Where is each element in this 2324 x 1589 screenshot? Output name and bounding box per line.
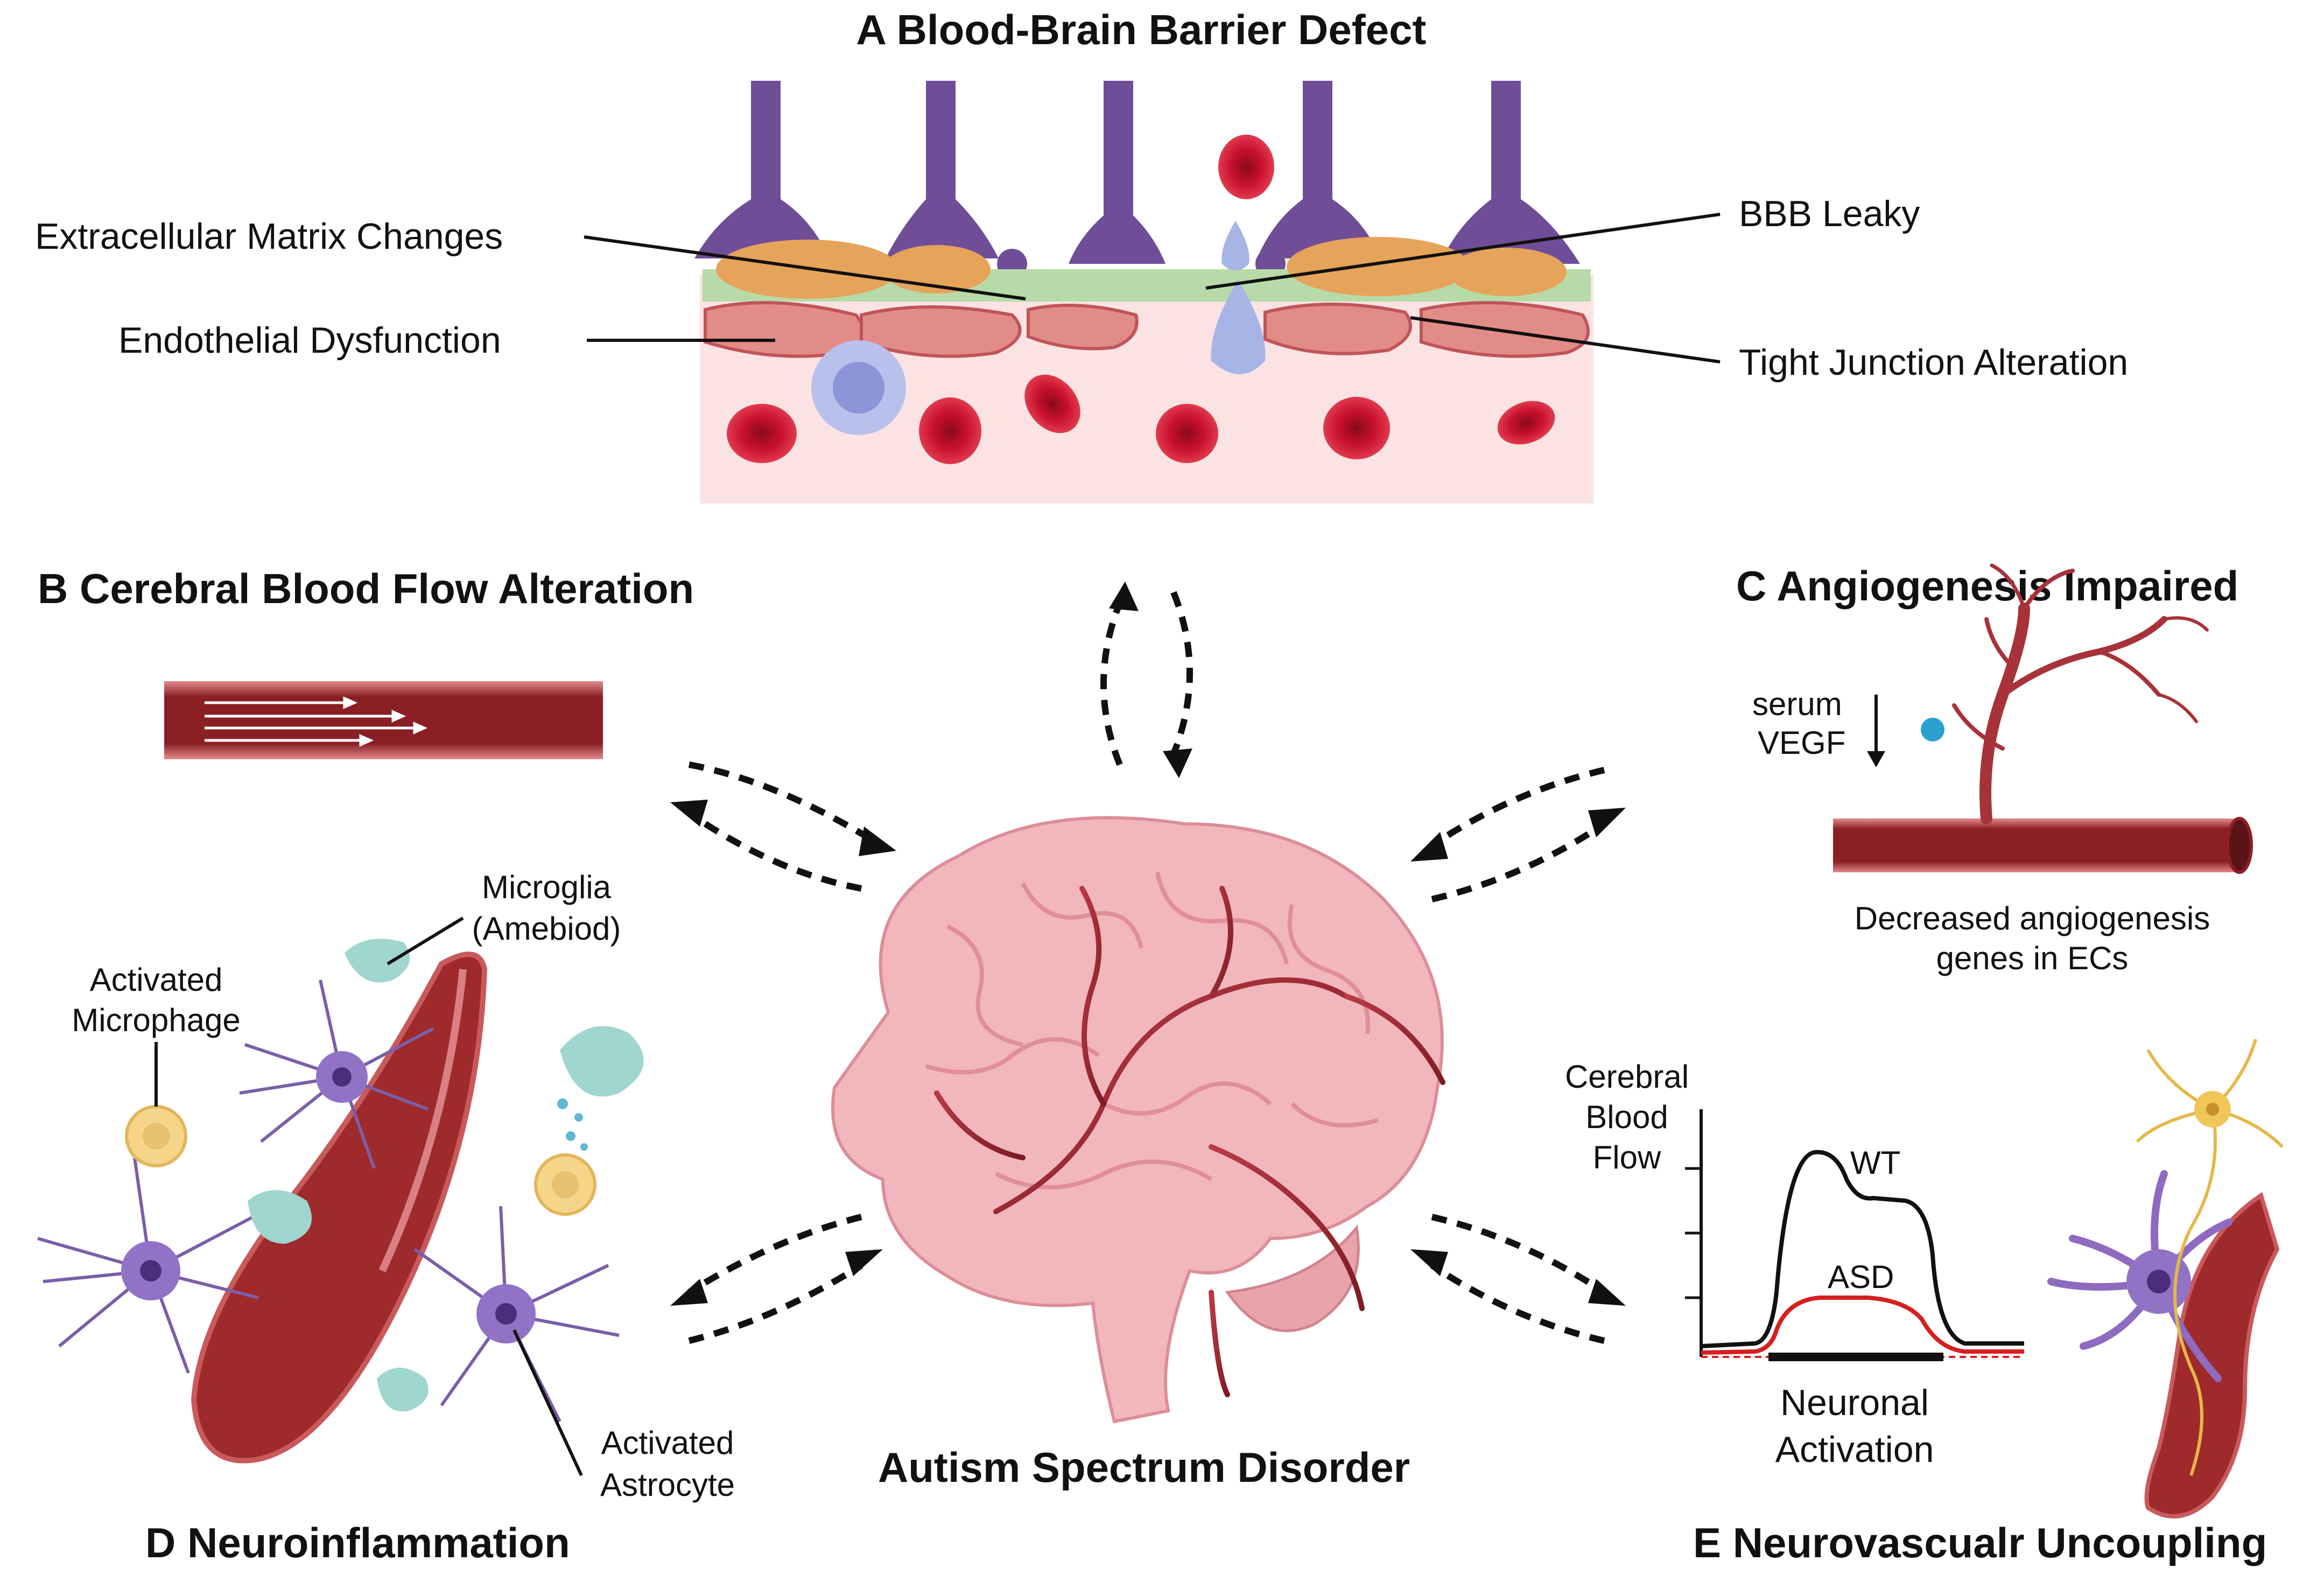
arrow-c-up bbox=[1431, 821, 1606, 902]
arrow-a-up bbox=[1100, 601, 1123, 766]
microglia-leader bbox=[387, 916, 464, 965]
asd-label: ASD bbox=[1828, 1259, 1894, 1295]
cbf-xlabel-line1: Neuronal bbox=[1780, 1382, 1929, 1423]
astrocyte-endfeet bbox=[694, 81, 1580, 279]
microglia-label-line1: Microglia bbox=[482, 869, 612, 905]
panel-e: E Neurovascualr Uncoupling WT ASD Cerebr… bbox=[1565, 1039, 2284, 1566]
arrow-d-up bbox=[688, 1262, 863, 1344]
panel-d-title: D Neuroinflammation bbox=[145, 1519, 570, 1566]
endothelial-cells bbox=[704, 301, 1590, 358]
cbf-xlabel-line2: Activation bbox=[1775, 1429, 1934, 1470]
ecm-leader bbox=[584, 235, 1026, 300]
sprouting-branches bbox=[1952, 563, 2209, 824]
cbf-plot: WT ASD Cerebral Blood Flow Neuronal Acti… bbox=[1565, 1059, 2024, 1470]
panel-a-title: A Blood-Brain Barrier Defect bbox=[856, 6, 1427, 53]
microglia bbox=[248, 939, 644, 1412]
arrow-b-up bbox=[687, 810, 862, 892]
bbb-leaky-label: BBB Leaky bbox=[1739, 193, 1920, 234]
blood-vessel bbox=[164, 681, 603, 759]
gyri bbox=[925, 872, 1379, 1189]
microglia-label-line2: (Amebiod) bbox=[472, 911, 621, 947]
cbf-ylabel-line1: Cerebral bbox=[1565, 1059, 1689, 1095]
red-blood-cells bbox=[727, 135, 1555, 464]
panel-c-title: C Angiogenesis Impaired bbox=[1736, 562, 2238, 610]
decreased-label-line1: Decreased angiogenesis bbox=[1855, 900, 2210, 936]
cbf-y-ticks bbox=[1685, 1167, 1701, 1299]
vegf-molecule bbox=[1921, 718, 1944, 741]
panel-b-title: B Cerebral Blood Flow Alteration bbox=[38, 565, 694, 612]
arrow-b-down bbox=[688, 761, 874, 843]
neurovascular-unit bbox=[2047, 1039, 2284, 1518]
brain: Autism Spectrum Disorder bbox=[831, 816, 1445, 1491]
macrophage-label-line2: Microphage bbox=[72, 1002, 241, 1038]
decreased-label-line2: genes in ECs bbox=[1936, 940, 2129, 976]
nvu-vessel bbox=[2144, 1192, 2280, 1518]
serum-label: serum bbox=[1752, 686, 1842, 722]
astrocyte-leader bbox=[512, 1329, 583, 1476]
inflamed-vessel bbox=[191, 951, 488, 1464]
wt-label: WT bbox=[1850, 1145, 1900, 1181]
asd-curve bbox=[1701, 1296, 2024, 1355]
astrocyte-bodies bbox=[121, 1051, 536, 1343]
tight-junction-leader bbox=[1410, 316, 1721, 363]
parent-vessel bbox=[1833, 818, 2242, 872]
panel-d: D Neuroinflammation bbox=[37, 869, 735, 1566]
panel-a: A Blood-Brain Barrier Defect bbox=[35, 6, 2128, 503]
ecm-label: Extracellular Matrix Changes bbox=[35, 216, 503, 257]
endothelial-label: Endothelial Dysfunction bbox=[118, 320, 501, 361]
center-title: Autism Spectrum Disorder bbox=[878, 1444, 1410, 1491]
arrow-e-down bbox=[1431, 1214, 1606, 1295]
vegf-label: VEGF bbox=[1758, 725, 1845, 761]
panel-b: B Cerebral Blood Flow Alteration bbox=[38, 565, 694, 759]
arrow-e-up bbox=[1430, 1263, 1605, 1344]
panel-e-title: E Neurovascualr Uncoupling bbox=[1693, 1519, 2267, 1566]
arrow-a-down bbox=[1170, 591, 1193, 755]
tight-junction-label: Tight Junction Alteration bbox=[1739, 342, 2128, 383]
bidirectional-arrows bbox=[670, 582, 1626, 1344]
astrocytes bbox=[37, 979, 620, 1423]
macrophage-label-line1: Activated bbox=[90, 962, 223, 998]
cytokines bbox=[557, 1098, 588, 1151]
astrocyte-label-line1: Activated bbox=[601, 1425, 734, 1461]
arrow-c-down bbox=[1430, 767, 1605, 848]
pericytes bbox=[716, 237, 1567, 299]
macrophages bbox=[125, 1105, 596, 1216]
arrow-d-down bbox=[687, 1214, 862, 1296]
wt-curve bbox=[1701, 1150, 2024, 1348]
astrocyte-label-line2: Astrocyte bbox=[600, 1467, 735, 1503]
flow-arrows bbox=[205, 696, 428, 747]
bbb-leaky-leader bbox=[1205, 213, 1721, 290]
cbf-ylabel-line2: Blood bbox=[1585, 1099, 1668, 1135]
panel-c: C Angiogenesis Impaired serum VEGF Decre… bbox=[1736, 562, 2253, 976]
leak-droplets bbox=[1211, 221, 1266, 374]
bbb-illustration bbox=[694, 81, 1593, 503]
brain-vessels bbox=[934, 886, 1445, 1397]
cbf-ylabel-line3: Flow bbox=[1593, 1139, 1661, 1175]
